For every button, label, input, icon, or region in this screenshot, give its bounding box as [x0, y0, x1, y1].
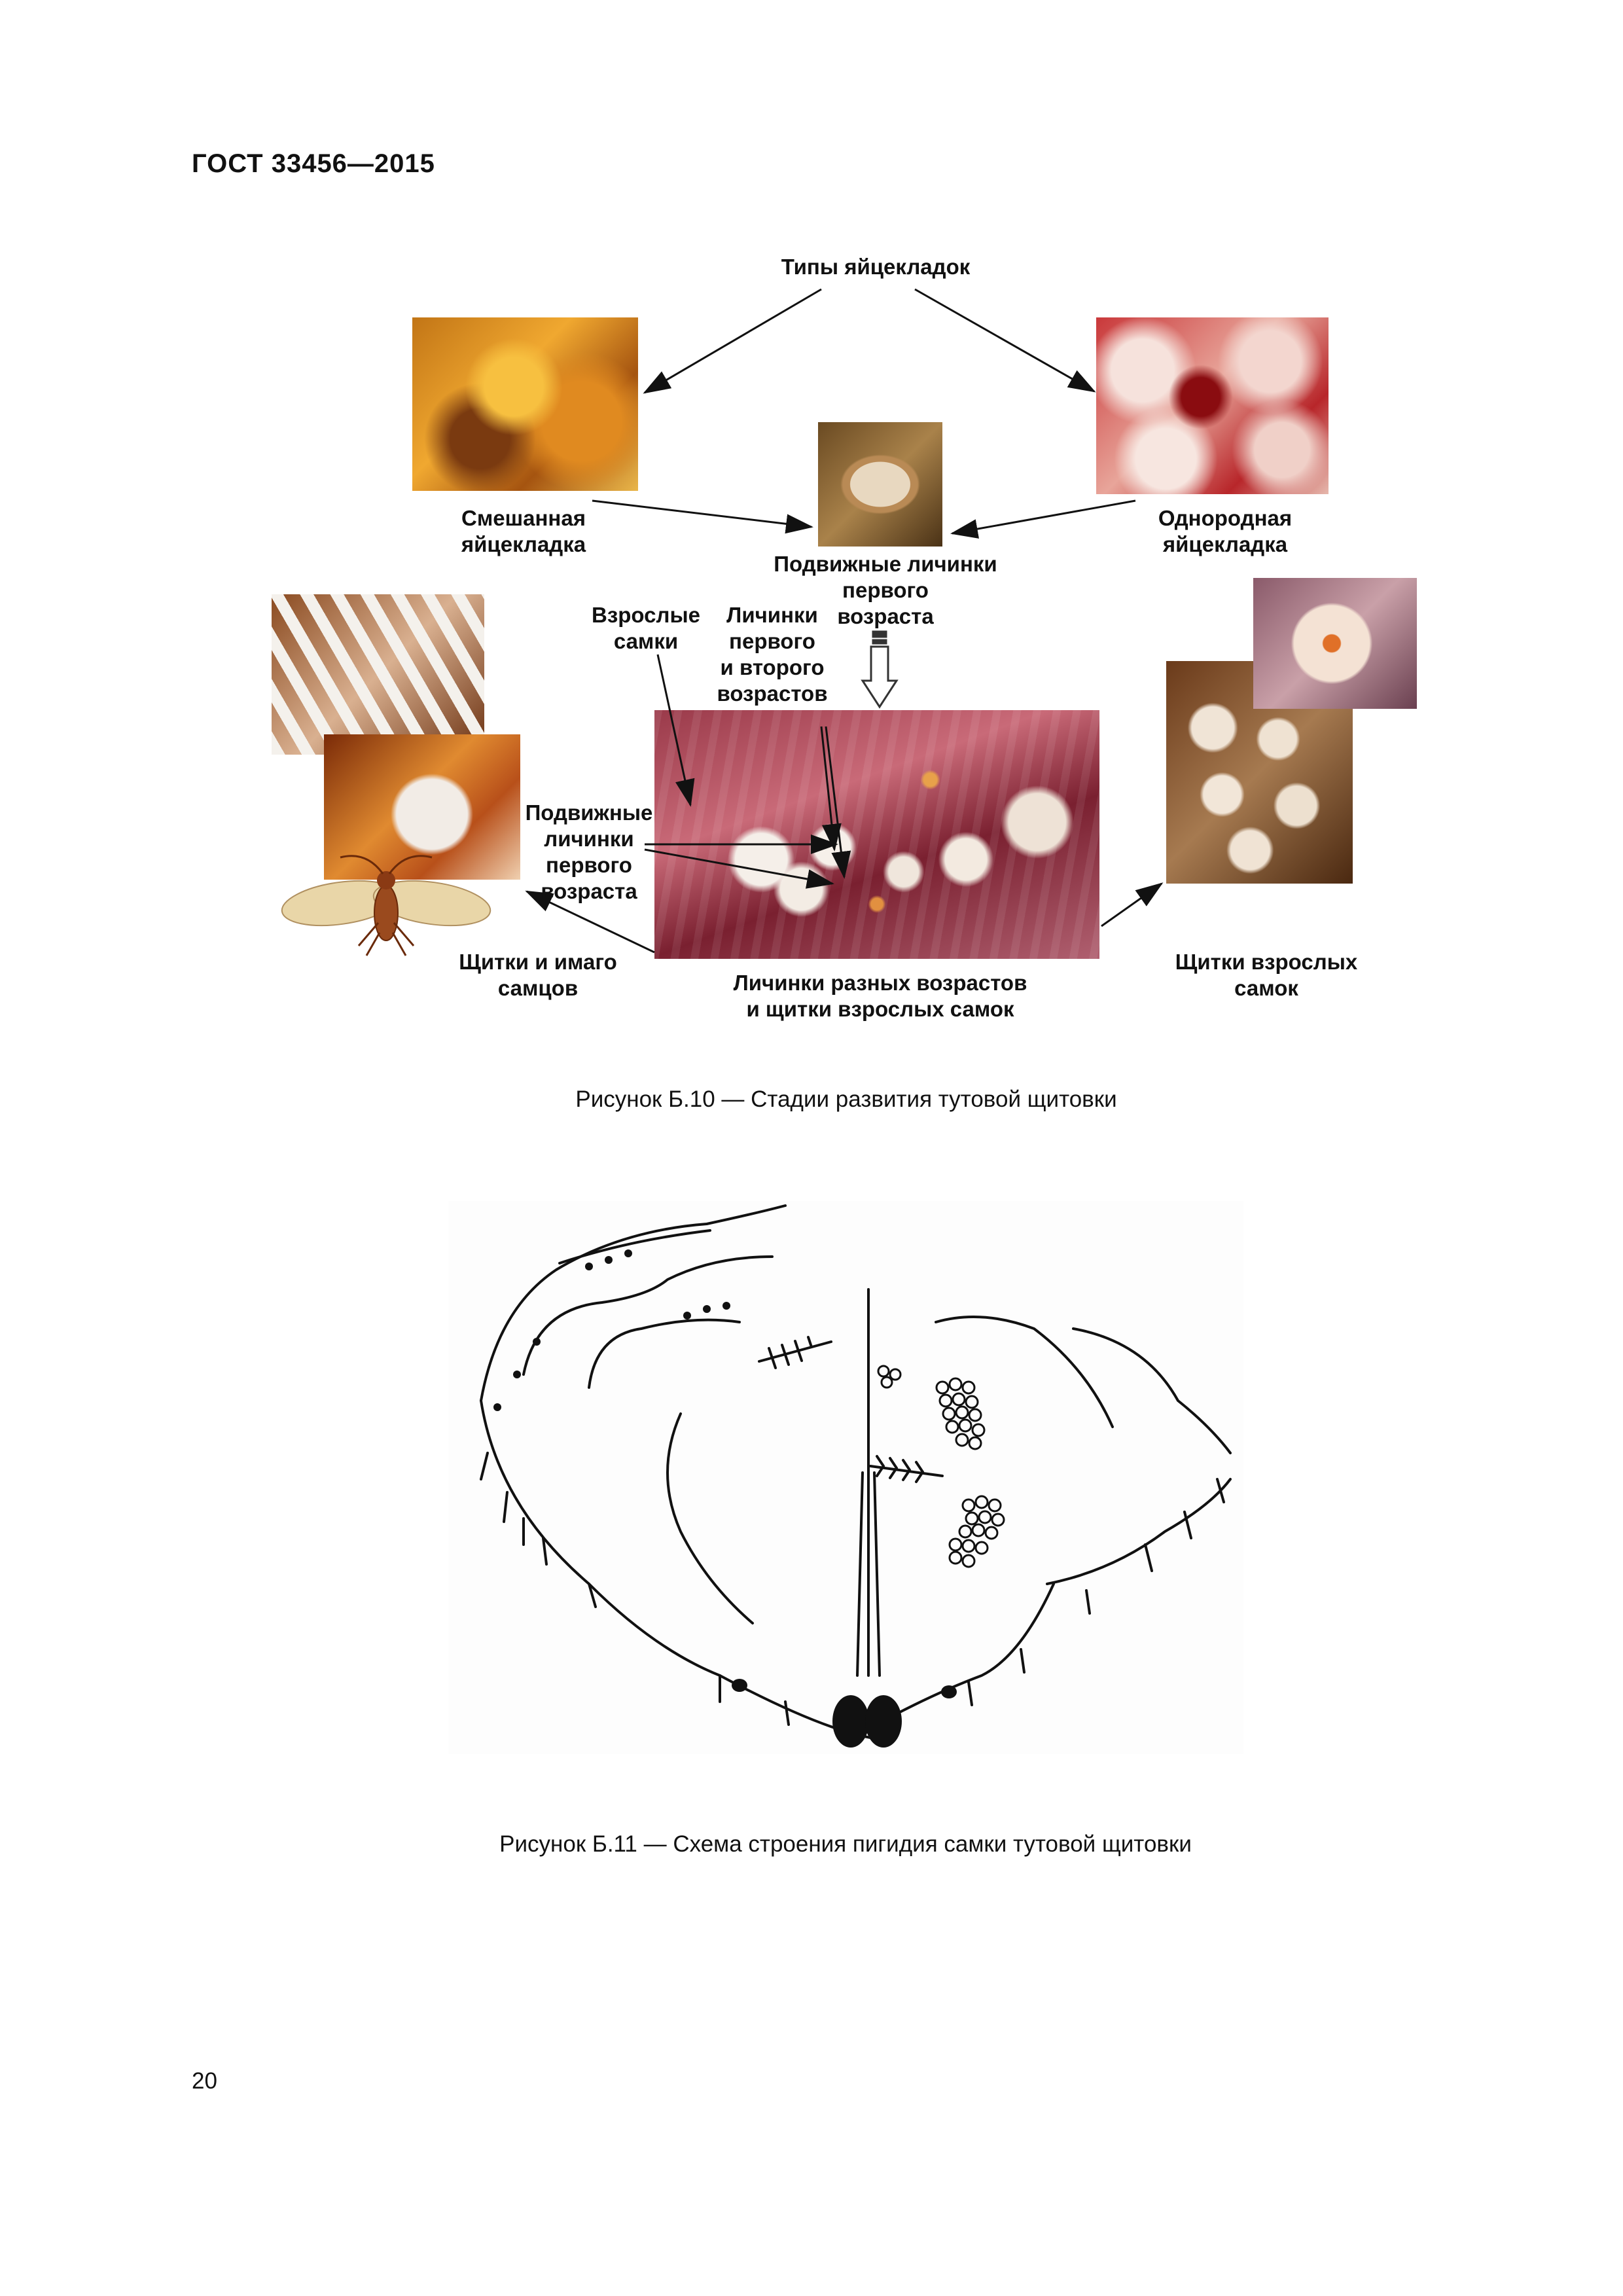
- label-larvae-first-second: Личинки первого и второго возрастов: [717, 603, 828, 706]
- label-mixed-egg-mass: Смешанная яйцекладка: [461, 506, 586, 556]
- label-adult-females: Взрослые самки: [592, 603, 700, 653]
- arrow-mixed-to-crawler: [592, 499, 813, 534]
- label-crawlers-left: Подвижные личинки первого возраста: [525, 800, 653, 903]
- caption-figure-b10: Рисунок Б.10 — Стадии развития тутовой щ…: [575, 1086, 1117, 1112]
- label-homogeneous-egg-mass: Однородная яйцекладка: [1158, 506, 1293, 556]
- label-crawlers-top: Подвижные личинки первого возраста: [774, 552, 997, 628]
- label-female-scales: Щитки взрослых самок: [1175, 950, 1358, 1000]
- photo-crawler-closeup: [818, 422, 942, 547]
- arrow-to-female-scales: [1101, 882, 1164, 927]
- photo-homogeneous-egg-mass: [1096, 317, 1329, 494]
- caption-figure-b11: Рисунок Б.11 — Схема строения пигидия са…: [499, 1831, 1192, 1857]
- photo-mixed-egg-mass: [412, 317, 638, 491]
- photo-male-scales-2: [324, 734, 520, 880]
- block-arrow-down: [861, 630, 899, 709]
- arrow-to-homogeneous: [914, 288, 1096, 393]
- photo-male-scales-1: [272, 594, 484, 755]
- label-egg-types: Типы яйцекладок: [781, 255, 971, 279]
- arrow-to-mixed: [643, 288, 822, 394]
- photo-female-scale-closeup: [1253, 578, 1417, 709]
- label-male-scales: Щитки и имаго самцов: [459, 950, 617, 1000]
- photo-larvae-and-female-scales: [654, 710, 1099, 959]
- page-number: 20: [192, 2068, 217, 2094]
- label-larvae-and-scales: Личинки разных возрастов и щитки взрослы…: [733, 971, 1027, 1021]
- arrow-homogeneous-to-crawler: [950, 499, 1136, 539]
- document-header: ГОСТ 33456—2015: [192, 149, 435, 178]
